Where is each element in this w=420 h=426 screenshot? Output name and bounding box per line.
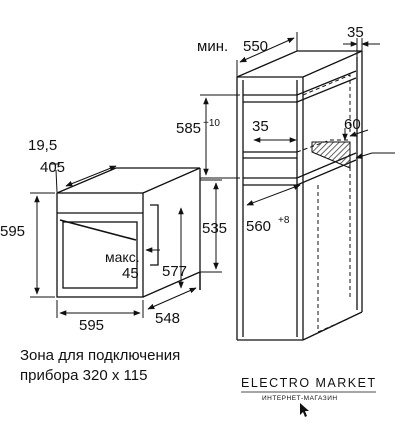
dimension-labels: мин. 550 35 585 +10 35 60 560 +8 19,5 40…: [0, 24, 364, 384]
label-595-width: 595: [79, 317, 104, 334]
logo-text: ELECTRO MARKET: [241, 376, 377, 390]
label-560: 560: [246, 218, 271, 235]
ventilation-opening: [311, 141, 351, 169]
logo-subtitle: ИНТЕРНЕТ-МАГАЗИН: [262, 395, 338, 402]
label-405: 405: [40, 159, 65, 176]
oven-drawing: [56, 167, 201, 298]
cabinet-dimension-lines: [200, 32, 395, 206]
label-577: 577: [162, 263, 187, 280]
connection-note-line1: Зона для подключения: [20, 347, 180, 364]
label-19-5: 19,5: [28, 137, 57, 154]
label-595-height: 595: [0, 223, 25, 240]
label-585-tol: +10: [203, 118, 220, 129]
electro-market-logo: ELECTRO MARKET ИНТЕРНЕТ-МАГАЗИН: [232, 354, 382, 420]
cursor-icon: [300, 403, 309, 417]
connection-note-line2: прибора 320 x 115: [20, 367, 147, 384]
label-35-top: 35: [347, 24, 364, 41]
label-585: 585: [176, 120, 201, 137]
label-max: макс.: [105, 249, 140, 265]
label-548: 548: [155, 310, 180, 327]
label-60: 60: [344, 116, 361, 133]
label-535: 535: [202, 220, 227, 237]
label-min: мин.: [197, 38, 228, 55]
label-550: 550: [243, 38, 268, 55]
label-35-inner: 35: [252, 118, 269, 135]
cabinet-hidden-lines: [296, 74, 351, 333]
label-max-45: 45: [122, 265, 139, 282]
cabinet-drawing: [236, 50, 363, 341]
label-560-tol: +8: [278, 215, 290, 226]
oven-dimension-lines: [30, 163, 222, 318]
